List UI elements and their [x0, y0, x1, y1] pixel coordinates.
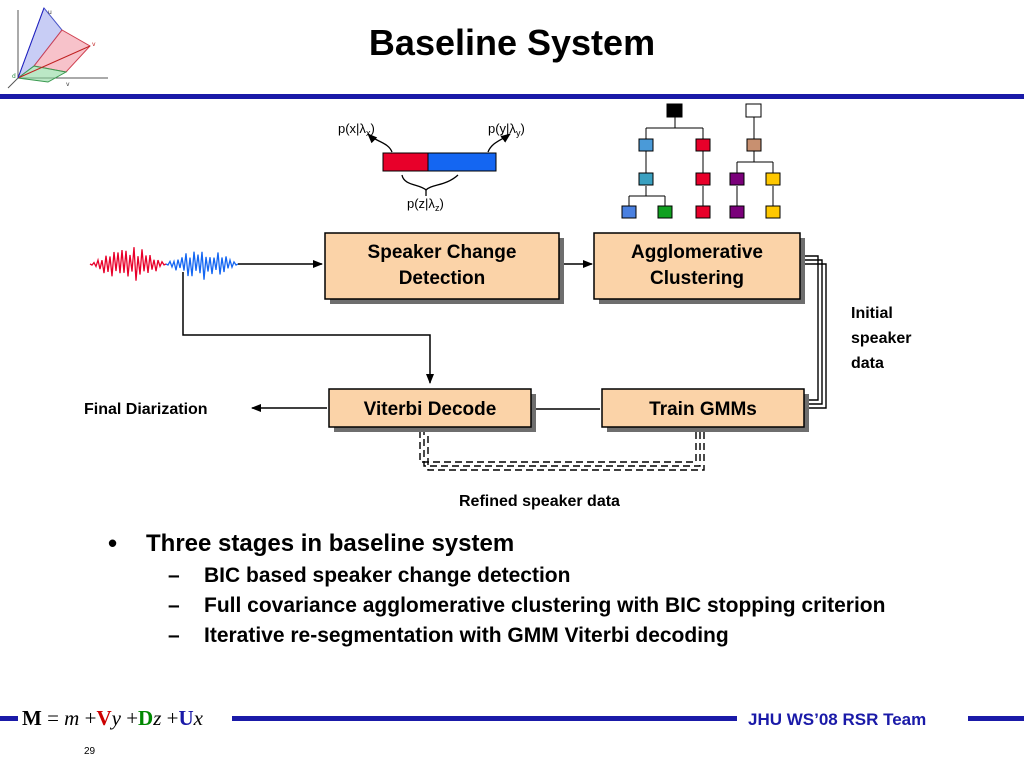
bullet-text: Three stages in baseline system: [146, 530, 515, 557]
py-label: p(y|λy): [488, 121, 525, 138]
train-gmms-box: Train GMMs: [601, 388, 809, 432]
refined-speaker-data-connector: [419, 432, 705, 471]
eq-z: z: [153, 706, 162, 730]
dash-icon: –: [168, 624, 180, 647]
tree-leaf: [695, 205, 711, 219]
eq-U: U: [178, 706, 194, 730]
baseline-system-diagram: p(x|λx) p(y|λy) p(z|λz): [84, 103, 912, 510]
svg-text:d: d: [12, 73, 16, 80]
tree-node: [765, 172, 781, 186]
box-label: Clustering: [650, 268, 744, 289]
tree-leaf: [729, 205, 745, 219]
px-label: p(x|λx): [338, 121, 375, 138]
sub-bullet-text: Full covariance agglomerative clustering…: [204, 594, 886, 617]
sub-bullet-item: – BIC based speaker change detection: [108, 564, 988, 588]
tree-node: [638, 138, 654, 152]
refined-speaker-data-label: Refined speaker data: [459, 493, 620, 510]
tree-leaf: [765, 205, 781, 219]
tree-leaf: [621, 205, 637, 219]
dash-icon: –: [168, 564, 180, 587]
footer-rule-right: [968, 716, 1024, 721]
eq-plus: +: [84, 706, 97, 730]
sub-bullet-item: – Iterative re-segmentation with GMM Vit…: [108, 624, 988, 648]
initial-speaker-data-label: Initial: [851, 305, 893, 322]
box-label: Viterbi Decode: [364, 399, 497, 420]
eq-equals: =: [47, 706, 59, 730]
bullet-item: • Three stages in baseline system: [108, 528, 988, 558]
footer-rule-left: [0, 716, 18, 721]
segment-y: [427, 152, 497, 172]
tree-leaf: [657, 205, 673, 219]
svg-text:v: v: [92, 41, 96, 48]
final-diarization-label: Final Diarization: [84, 401, 208, 418]
tree-root-node-empty: [745, 103, 762, 118]
clustering-tree-illustration: [628, 117, 774, 206]
tree-node: [729, 172, 745, 186]
dash-icon: –: [168, 594, 180, 617]
audio-waveform: [89, 247, 239, 281]
sub-bullet-text: Iterative re-segmentation with GMM Viter…: [204, 624, 729, 647]
bullet-dot-icon: •: [108, 528, 118, 558]
eq-V: V: [96, 706, 112, 730]
initial-speaker-data-label: speaker: [851, 330, 912, 347]
pz-label: p(z|λz): [407, 196, 444, 213]
segment-model-illustration: p(x|λx) p(y|λy) p(z|λz): [338, 121, 525, 213]
sub-bullet-text: BIC based speaker change detection: [204, 564, 571, 587]
eq-D: D: [138, 706, 154, 730]
eq-M: M: [22, 706, 42, 730]
footer-team: JHU WS’08 RSR Team: [748, 710, 927, 729]
eq-m: m: [64, 706, 80, 730]
vector-space-logo: u v v d: [7, 7, 108, 89]
segment-x: [382, 152, 429, 172]
tree-node: [746, 138, 762, 152]
box-label: Agglomerative: [631, 242, 763, 263]
bullet-list: • Three stages in baseline system – BIC …: [108, 528, 988, 654]
footer-rule-middle: [232, 716, 737, 721]
footer-equation: M = m +Vy +Dz +Ux: [22, 706, 203, 731]
svg-text:u: u: [48, 9, 52, 16]
sub-bullet-item: – Full covariance agglomerative clusteri…: [108, 594, 988, 618]
speaker-change-detection-box: Speaker Change Detection: [324, 232, 564, 304]
eq-plus: +: [126, 706, 139, 730]
clustering-tree-nodes: [621, 103, 781, 219]
flow-connectors: [182, 260, 600, 412]
viterbi-decode-box: Viterbi Decode: [328, 388, 536, 432]
tree-node: [695, 138, 711, 152]
header-rule: [0, 94, 1024, 99]
tree-node: [695, 172, 711, 186]
eq-x: x: [193, 706, 203, 730]
box-label: Speaker Change: [368, 242, 517, 263]
slide-title: Baseline System: [368, 22, 656, 63]
tree-root-node: [666, 103, 683, 118]
initial-speaker-data-label: data: [851, 355, 884, 372]
box-label: Detection: [399, 268, 486, 289]
agglomerative-clustering-box: Agglomerative Clustering: [593, 232, 805, 304]
initial-speaker-data-connector: [800, 255, 827, 409]
page-number: 29: [84, 746, 96, 757]
eq-plus: +: [166, 706, 179, 730]
tree-node: [638, 172, 654, 186]
box-label: Train GMMs: [649, 399, 757, 420]
svg-text:v: v: [66, 81, 70, 88]
eq-y: y: [111, 706, 121, 730]
